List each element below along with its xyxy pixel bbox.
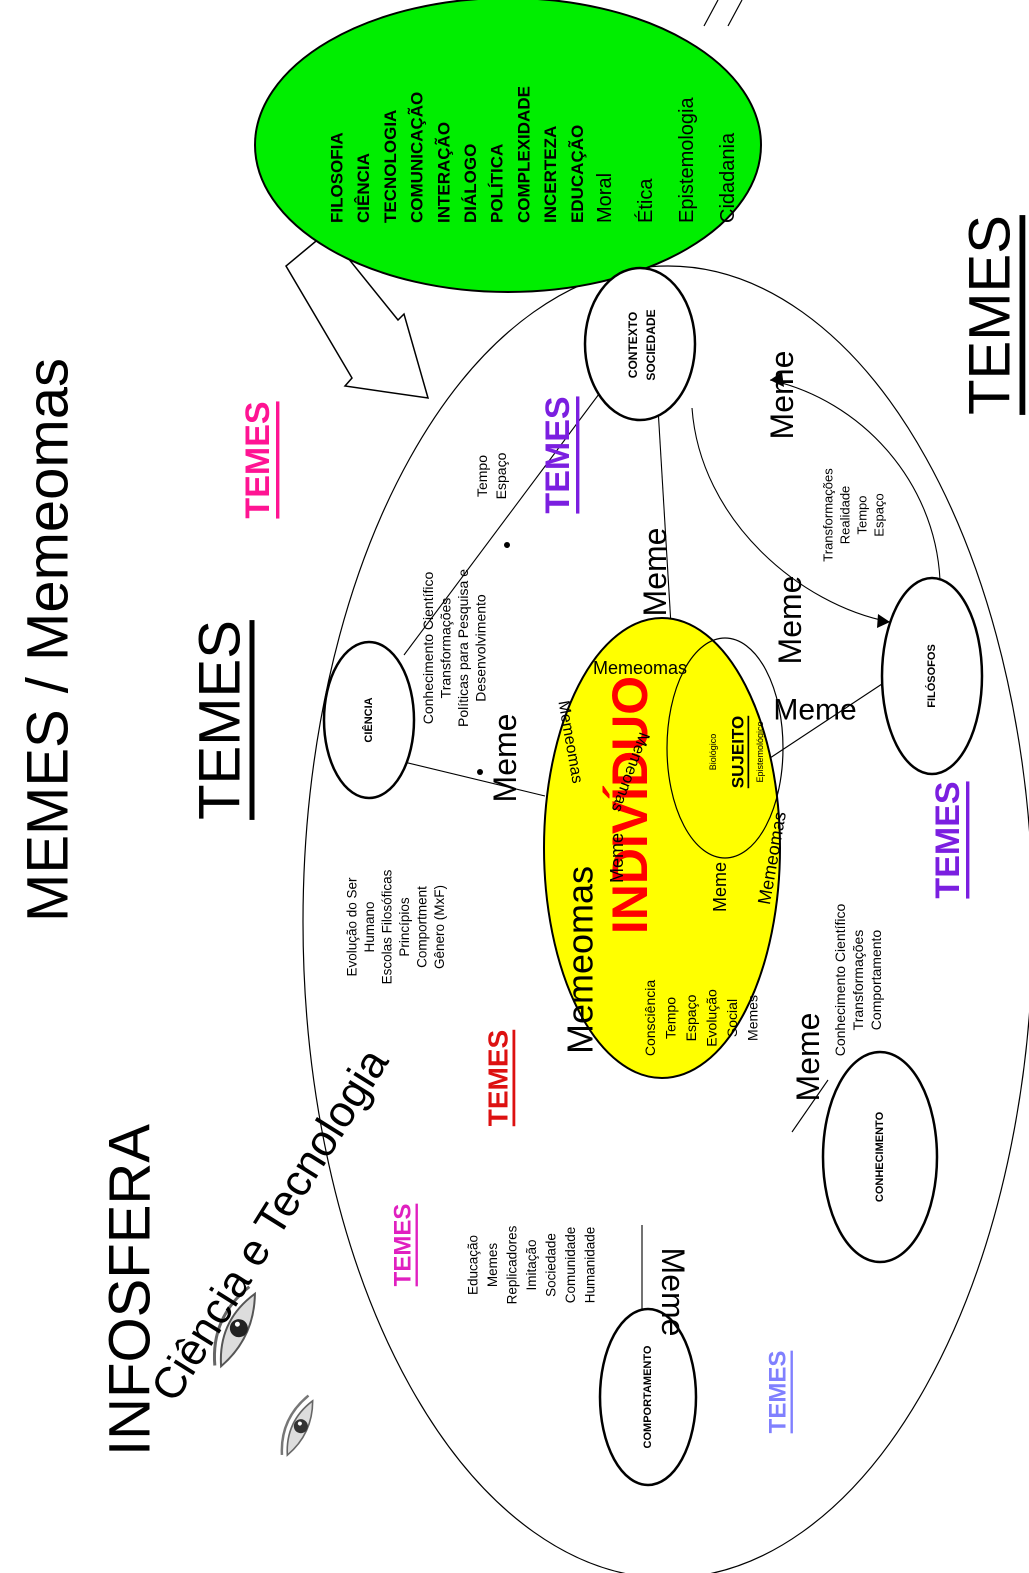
sujeito-bottom: Epistemológico bbox=[755, 721, 765, 782]
infosfera-label: INFOSFERA bbox=[98, 1124, 163, 1456]
educacao-column-item: Educação bbox=[466, 1235, 481, 1295]
temes-magenta-left: TEMES bbox=[390, 1204, 417, 1287]
node-filosofos-label: FILÓSOFOS bbox=[925, 644, 938, 708]
left-column-item: Comportment bbox=[415, 886, 430, 968]
educacao-column-item: Sociedade bbox=[544, 1233, 559, 1297]
node-ciencia-label: CIÊNCIA bbox=[362, 697, 375, 742]
left-column-item: Humano bbox=[362, 901, 377, 952]
individuo-list-item: Evolução bbox=[704, 989, 720, 1047]
meme-label: Meme bbox=[764, 351, 800, 440]
sujeito-top: Biológico bbox=[708, 734, 718, 771]
green-topic: Epistemologia bbox=[676, 96, 698, 223]
tempo-espaco-item: Espaço bbox=[493, 452, 509, 499]
individuo-list-item: Social bbox=[724, 999, 740, 1037]
memeomas-label: Memeomas bbox=[593, 658, 687, 678]
green-topic: FILOSOFIA bbox=[328, 132, 347, 223]
temes-large-right: TEMES bbox=[958, 215, 1023, 415]
node-contexto-label: SOCIEDADE bbox=[644, 309, 658, 380]
memeomas-label: Memeomas bbox=[560, 866, 601, 1054]
educacao-column-item: Replicadores bbox=[505, 1225, 520, 1304]
filosofos-link-item: Tempo bbox=[855, 495, 870, 534]
meme-label: Meme bbox=[790, 1013, 826, 1102]
node-filosofos-ellipse bbox=[880, 576, 984, 776]
left-column-item: Escolas Filosóficas bbox=[380, 869, 395, 984]
filosofos-link-item: Espaço bbox=[872, 493, 887, 536]
node-contexto-label: CONTEXTO bbox=[626, 312, 640, 378]
green-topic: EDUCAÇÃO bbox=[567, 125, 587, 223]
educacao-column-item: Comunidade bbox=[563, 1227, 578, 1304]
eye-icon bbox=[212, 1285, 256, 1369]
hollow-arrow bbox=[285, 230, 430, 399]
meme-label: Meme bbox=[655, 1248, 691, 1337]
green-topic: INCERTEZA bbox=[541, 126, 560, 223]
individuo-list-item: Tempo bbox=[663, 997, 679, 1039]
green-topics-ellipse bbox=[254, 0, 762, 293]
ciencia-link-item: Conhecimento Científico bbox=[420, 572, 436, 725]
individuo-list-item: Memes bbox=[745, 995, 761, 1041]
conhecimento-link-item: Conhecimento Científico bbox=[832, 904, 848, 1057]
individuo-ellipse bbox=[543, 617, 781, 1079]
individuo-label: INDIVÍDUO bbox=[602, 676, 658, 934]
node-contexto-ellipse bbox=[583, 266, 697, 422]
educacao-column-item: Humanidade bbox=[583, 1227, 598, 1304]
ciencia-tecnologia-label: Ciência e Tecnologia bbox=[142, 1040, 399, 1410]
filosofos-link-item: Realidade bbox=[838, 486, 853, 545]
node-conhecimento-label: CONHECIMENTO bbox=[874, 1111, 886, 1202]
temes-lavender: TEMES bbox=[765, 1351, 792, 1434]
ciencia-link-item: Políticas para Pesquisa e bbox=[455, 569, 471, 727]
link-dots bbox=[477, 542, 510, 775]
individuo-list-item: Espaço bbox=[683, 994, 699, 1041]
node-comportamento-ellipse bbox=[598, 1307, 698, 1487]
temes-purple-top: TEMES bbox=[539, 396, 577, 513]
green-topic: COMUNICAÇÃO bbox=[407, 92, 427, 223]
eye-icon bbox=[280, 1394, 314, 1457]
ciencia-link-item: Desenvolvimento bbox=[473, 594, 489, 702]
page-title: MEMES / Memeomas bbox=[16, 358, 81, 922]
sujeito-ellipse bbox=[666, 637, 784, 859]
temes-large: TEMES bbox=[188, 620, 253, 820]
green-topic: INTERAÇÃO bbox=[433, 122, 453, 223]
top-double-line bbox=[703, 0, 743, 27]
temes-magenta: TEMES bbox=[239, 401, 277, 518]
node-conhecimento-ellipse bbox=[821, 1050, 939, 1264]
green-topic: COMPLEXIDADE bbox=[514, 86, 533, 223]
green-topic: Cidadania bbox=[717, 132, 739, 223]
temes-red: TEMES bbox=[483, 1030, 514, 1126]
meme-label: Meme bbox=[487, 714, 523, 803]
green-topic: TECNOLOGIA bbox=[381, 110, 400, 223]
connector-lines bbox=[374, 379, 941, 1335]
individuo-list-item: Consciência bbox=[642, 980, 658, 1056]
green-topic: Moral bbox=[594, 173, 616, 223]
temes-purple-right: TEMES bbox=[929, 781, 967, 898]
educacao-column-item: Memes bbox=[485, 1243, 500, 1288]
infosfera-outer-ellipse bbox=[302, 265, 1029, 1573]
green-topic: Ética bbox=[634, 178, 657, 223]
green-topic: DIÁLOGO bbox=[461, 144, 480, 223]
node-ciencia-ellipse bbox=[322, 640, 416, 800]
filosofos-link-item: Transformações bbox=[821, 468, 836, 562]
left-column-item: Evolução do Ser bbox=[345, 877, 360, 977]
green-topics-text: FILOSOFIA CIÊNCIA TECNOLOGIA COMUNICAÇÃO INT… bbox=[328, 86, 740, 223]
ciencia-link-item: Transformações bbox=[438, 598, 454, 699]
left-column-item: Princípios bbox=[397, 897, 412, 957]
meme-label: Meme bbox=[772, 576, 808, 665]
green-topic: CIÊNCIA bbox=[354, 153, 373, 223]
conhecimento-link-item: Comportamento bbox=[868, 930, 884, 1031]
meme-label: Meme bbox=[773, 694, 856, 727]
tempo-espaco-item: Tempo bbox=[474, 455, 490, 497]
meme-label-small: Meme bbox=[710, 862, 730, 912]
conhecimento-link-item: Transformações bbox=[850, 930, 866, 1031]
educacao-column-item: Imitação bbox=[524, 1239, 539, 1290]
node-comportamento-label: COMPORTAMENTO bbox=[642, 1345, 654, 1448]
green-topic: POLÍTICA bbox=[488, 144, 507, 223]
meme-label-small: Meme bbox=[607, 833, 627, 883]
meme-label: Meme bbox=[637, 528, 673, 617]
arrowheads bbox=[770, 372, 890, 628]
left-column-item: Gênero (MxF) bbox=[432, 885, 447, 969]
sujeito-main: SUJEITO bbox=[729, 716, 748, 788]
